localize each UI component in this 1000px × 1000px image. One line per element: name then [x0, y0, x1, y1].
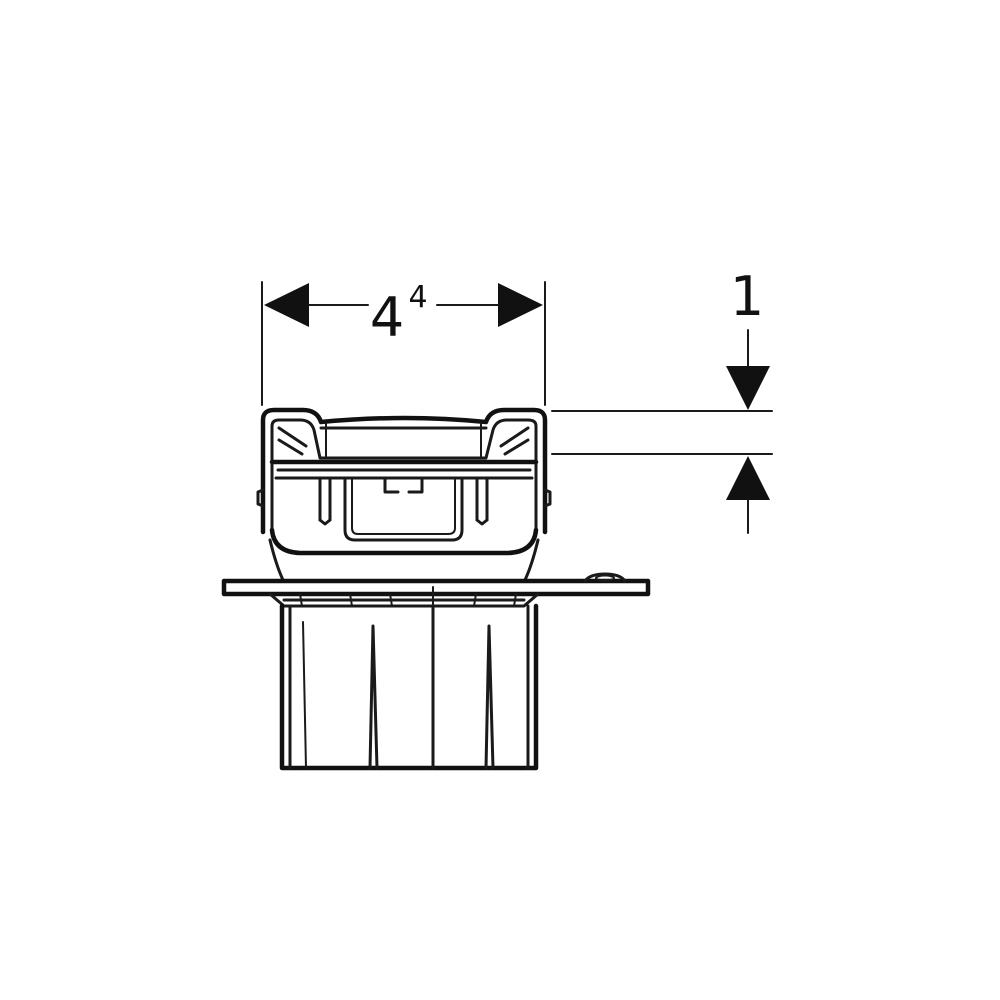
pipe-groove-3	[484, 624, 495, 770]
housing-notch-right	[543, 488, 552, 508]
width-dimension: 4 4	[261, 280, 546, 406]
pipe-groove-2	[368, 624, 379, 770]
clip-diagonal-left-1	[277, 426, 308, 448]
housing-center-inner	[351, 477, 456, 535]
flange-tab-hole	[595, 574, 615, 582]
pipe-outline	[279, 603, 539, 771]
pipe-groove-1	[302, 621, 307, 769]
clip-diagonal-right-2	[503, 438, 530, 456]
width-arrow-right	[498, 283, 543, 327]
clip-diagonal-left-2	[277, 438, 304, 456]
width-dimension-value: 4	[370, 286, 404, 349]
height-dimension-value: 1	[730, 265, 764, 328]
height-arrow-up	[726, 456, 770, 500]
collar-tick-1	[299, 593, 303, 607]
housing-rib-cap-left	[318, 518, 332, 526]
connector-collar	[268, 586, 540, 608]
housing-neck-left	[268, 538, 285, 582]
housing-latch-left	[383, 476, 400, 494]
flange-plate	[221, 572, 651, 597]
collar-tick-5	[473, 593, 477, 607]
collar-tick-6	[513, 593, 517, 607]
housing-neck-right	[523, 538, 540, 582]
clip-diagonal-right-1	[499, 426, 530, 448]
housing-rib-cap-right	[475, 518, 489, 526]
housing-notch-left	[256, 488, 265, 508]
collar-tick-2	[349, 593, 353, 607]
housing-lower-body	[269, 527, 539, 556]
height-dimension: 1	[551, 265, 773, 534]
grate-housing	[256, 407, 552, 582]
width-arrow-left	[264, 283, 309, 327]
width-dimension-superscript: 4	[408, 280, 427, 315]
housing-inner-rim	[270, 418, 538, 480]
collar-outline	[268, 592, 540, 608]
flange-outline	[221, 578, 651, 597]
collar-tick-3	[389, 593, 393, 607]
housing-outer-frame	[260, 407, 548, 535]
height-arrow-down	[726, 366, 770, 410]
housing-center-window	[343, 476, 464, 542]
flange-tab	[583, 572, 627, 583]
outlet-pipe	[279, 603, 539, 771]
housing-latch-right	[407, 476, 424, 494]
